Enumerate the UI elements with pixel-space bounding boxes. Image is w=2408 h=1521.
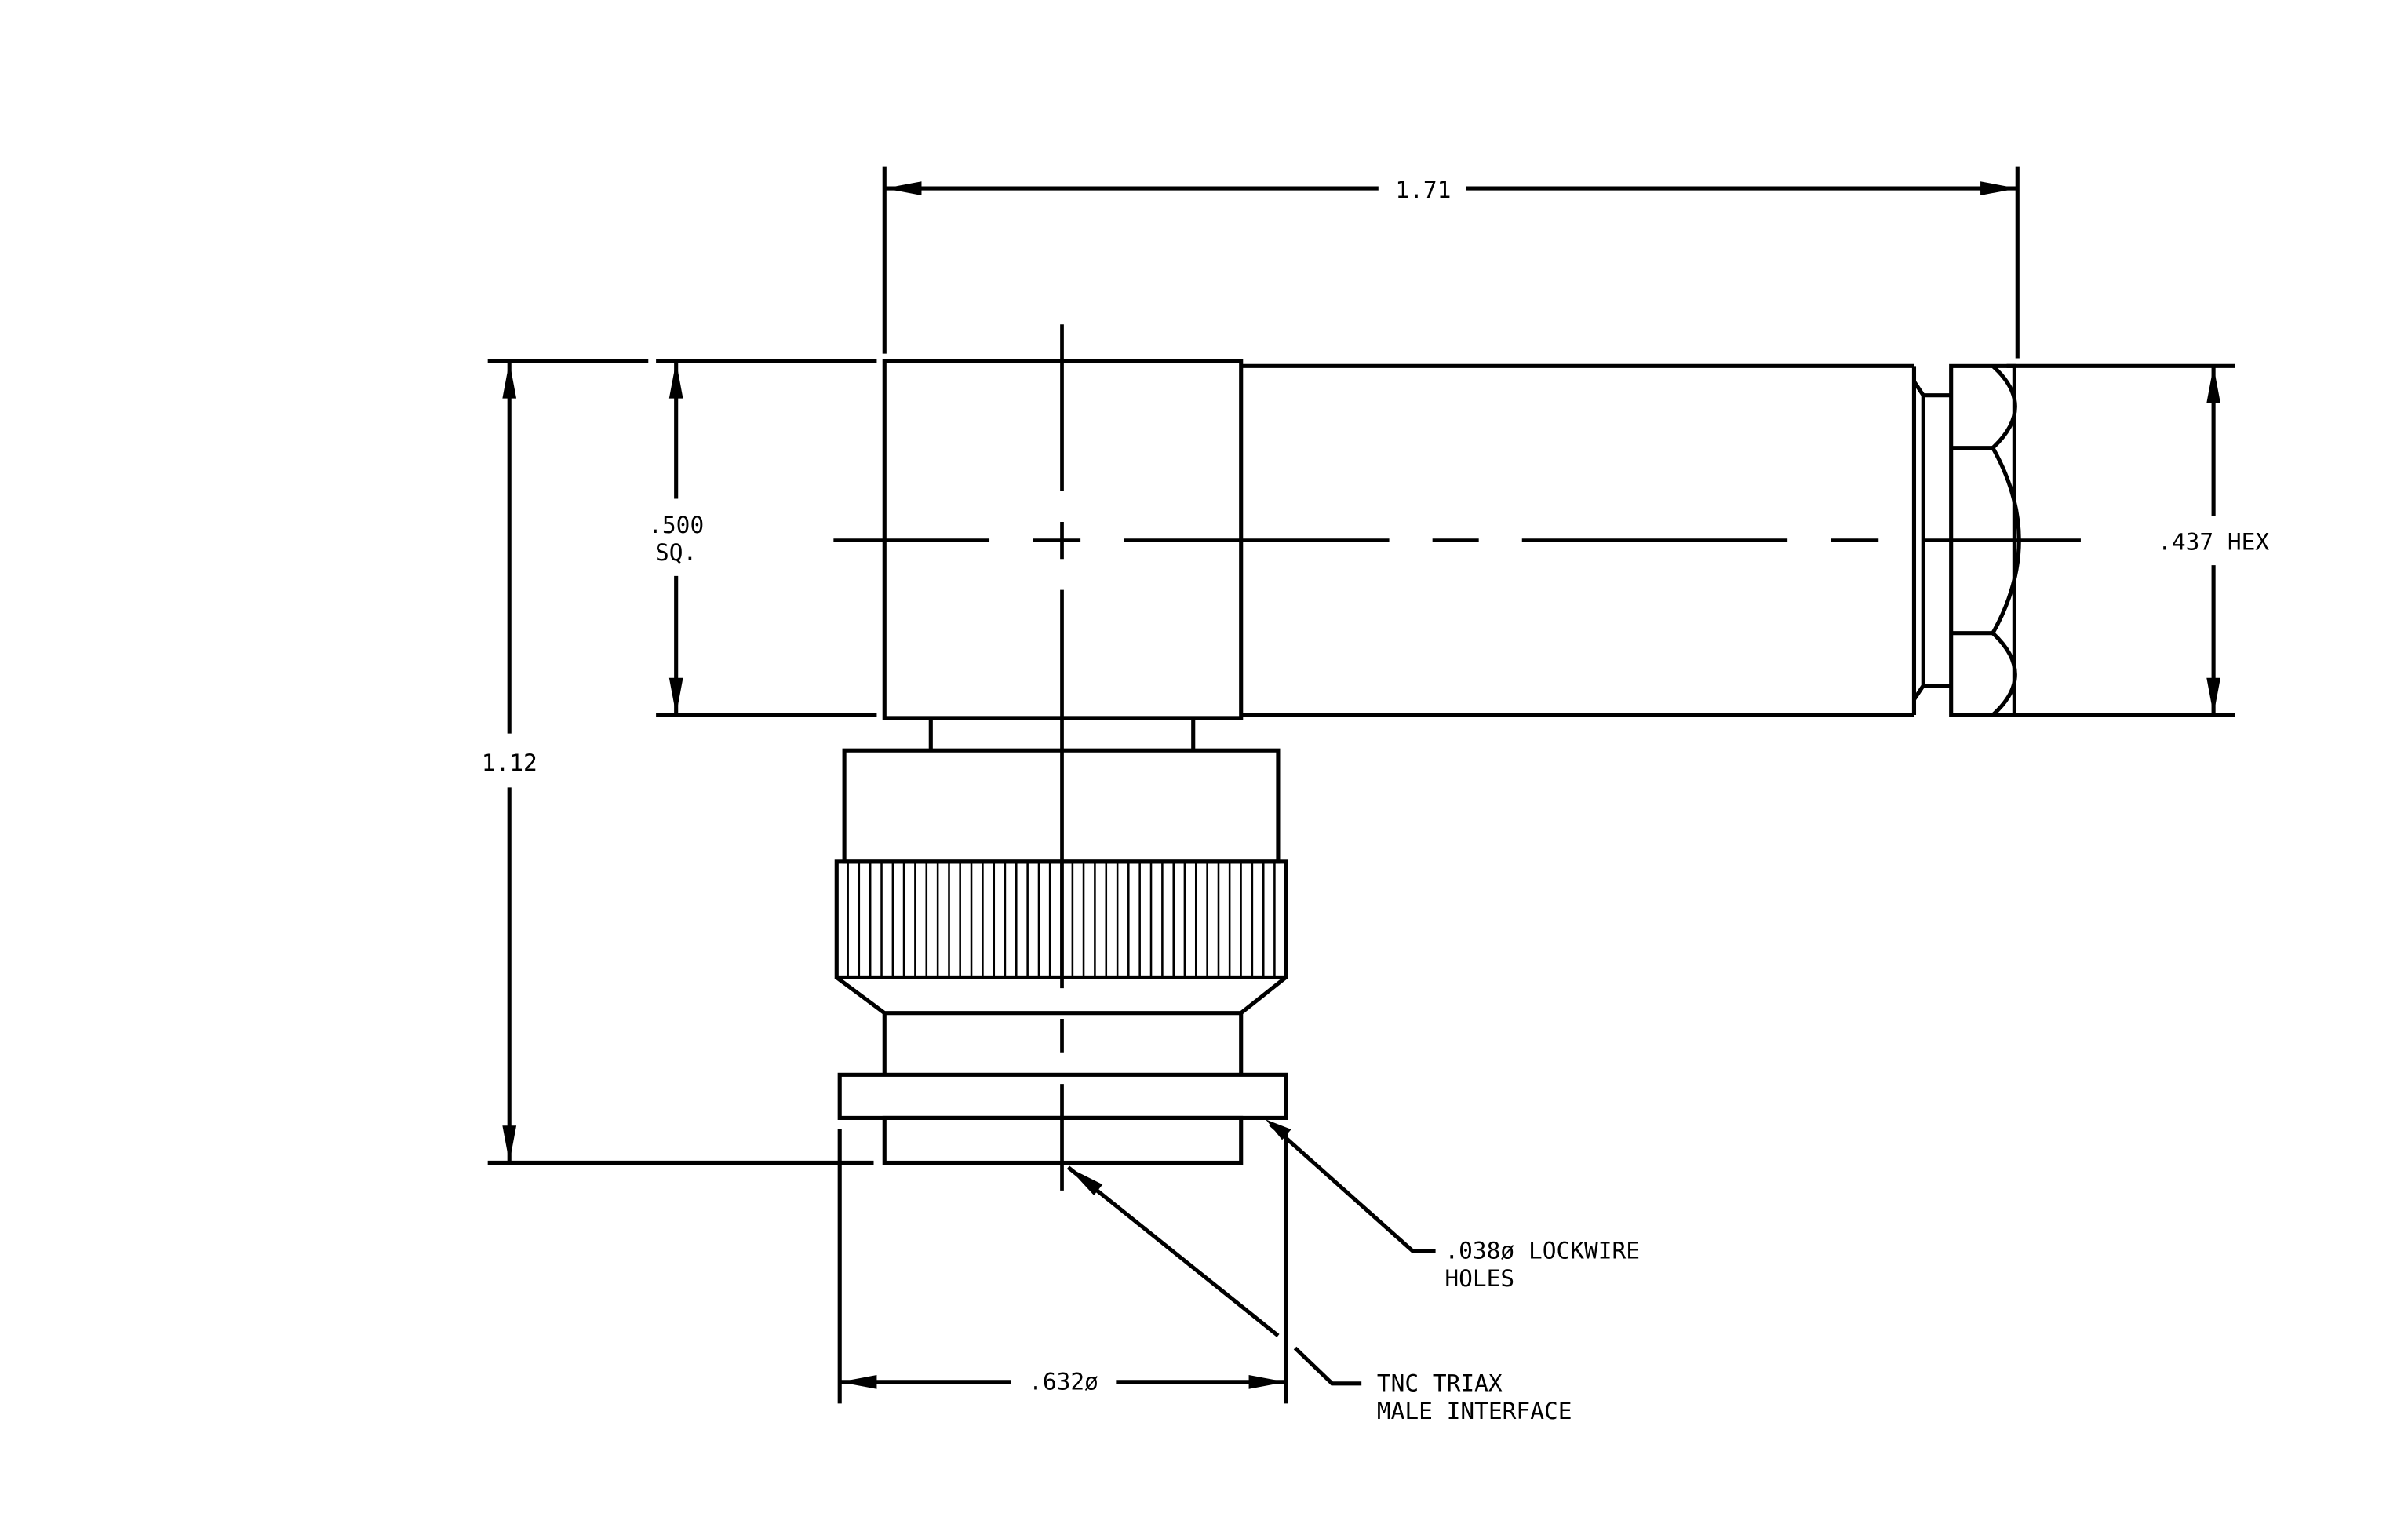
interface-note-line1: TNC TRIAX bbox=[1377, 1370, 1503, 1397]
dimension-body-size bbox=[656, 359, 877, 717]
lockwire-note-line2: HOLES bbox=[1444, 1265, 1514, 1292]
body-size-label-line1: .500 bbox=[648, 512, 704, 538]
neck bbox=[928, 717, 1196, 751]
dimension-interface-diameter bbox=[837, 1129, 1288, 1404]
dimension-overall-length: 1.71 bbox=[882, 166, 2020, 359]
leader-interface bbox=[1066, 1165, 1362, 1386]
cable-barrel bbox=[1240, 363, 1951, 717]
interface-diameter-label: .632ø bbox=[1029, 1369, 1098, 1395]
labels: 1.71 .500 SQ. 1.12 .437 HEX .632ø .038ø … bbox=[482, 177, 2270, 1424]
height-label: 1.12 bbox=[482, 750, 537, 776]
hex-label: .437 HEX bbox=[2158, 528, 2269, 555]
body-size-label-line2: SQ. bbox=[655, 539, 697, 566]
lockwire-note-line1: .038ø LOCKWIRE bbox=[1444, 1237, 1640, 1264]
interface-note-line2: MALE INTERFACE bbox=[1377, 1398, 1572, 1424]
dimension-hex bbox=[2006, 363, 2235, 717]
dimension-overall-height bbox=[487, 359, 874, 1165]
leader-lockwire bbox=[1266, 1119, 1436, 1253]
length-label: 1.71 bbox=[1395, 177, 1451, 203]
